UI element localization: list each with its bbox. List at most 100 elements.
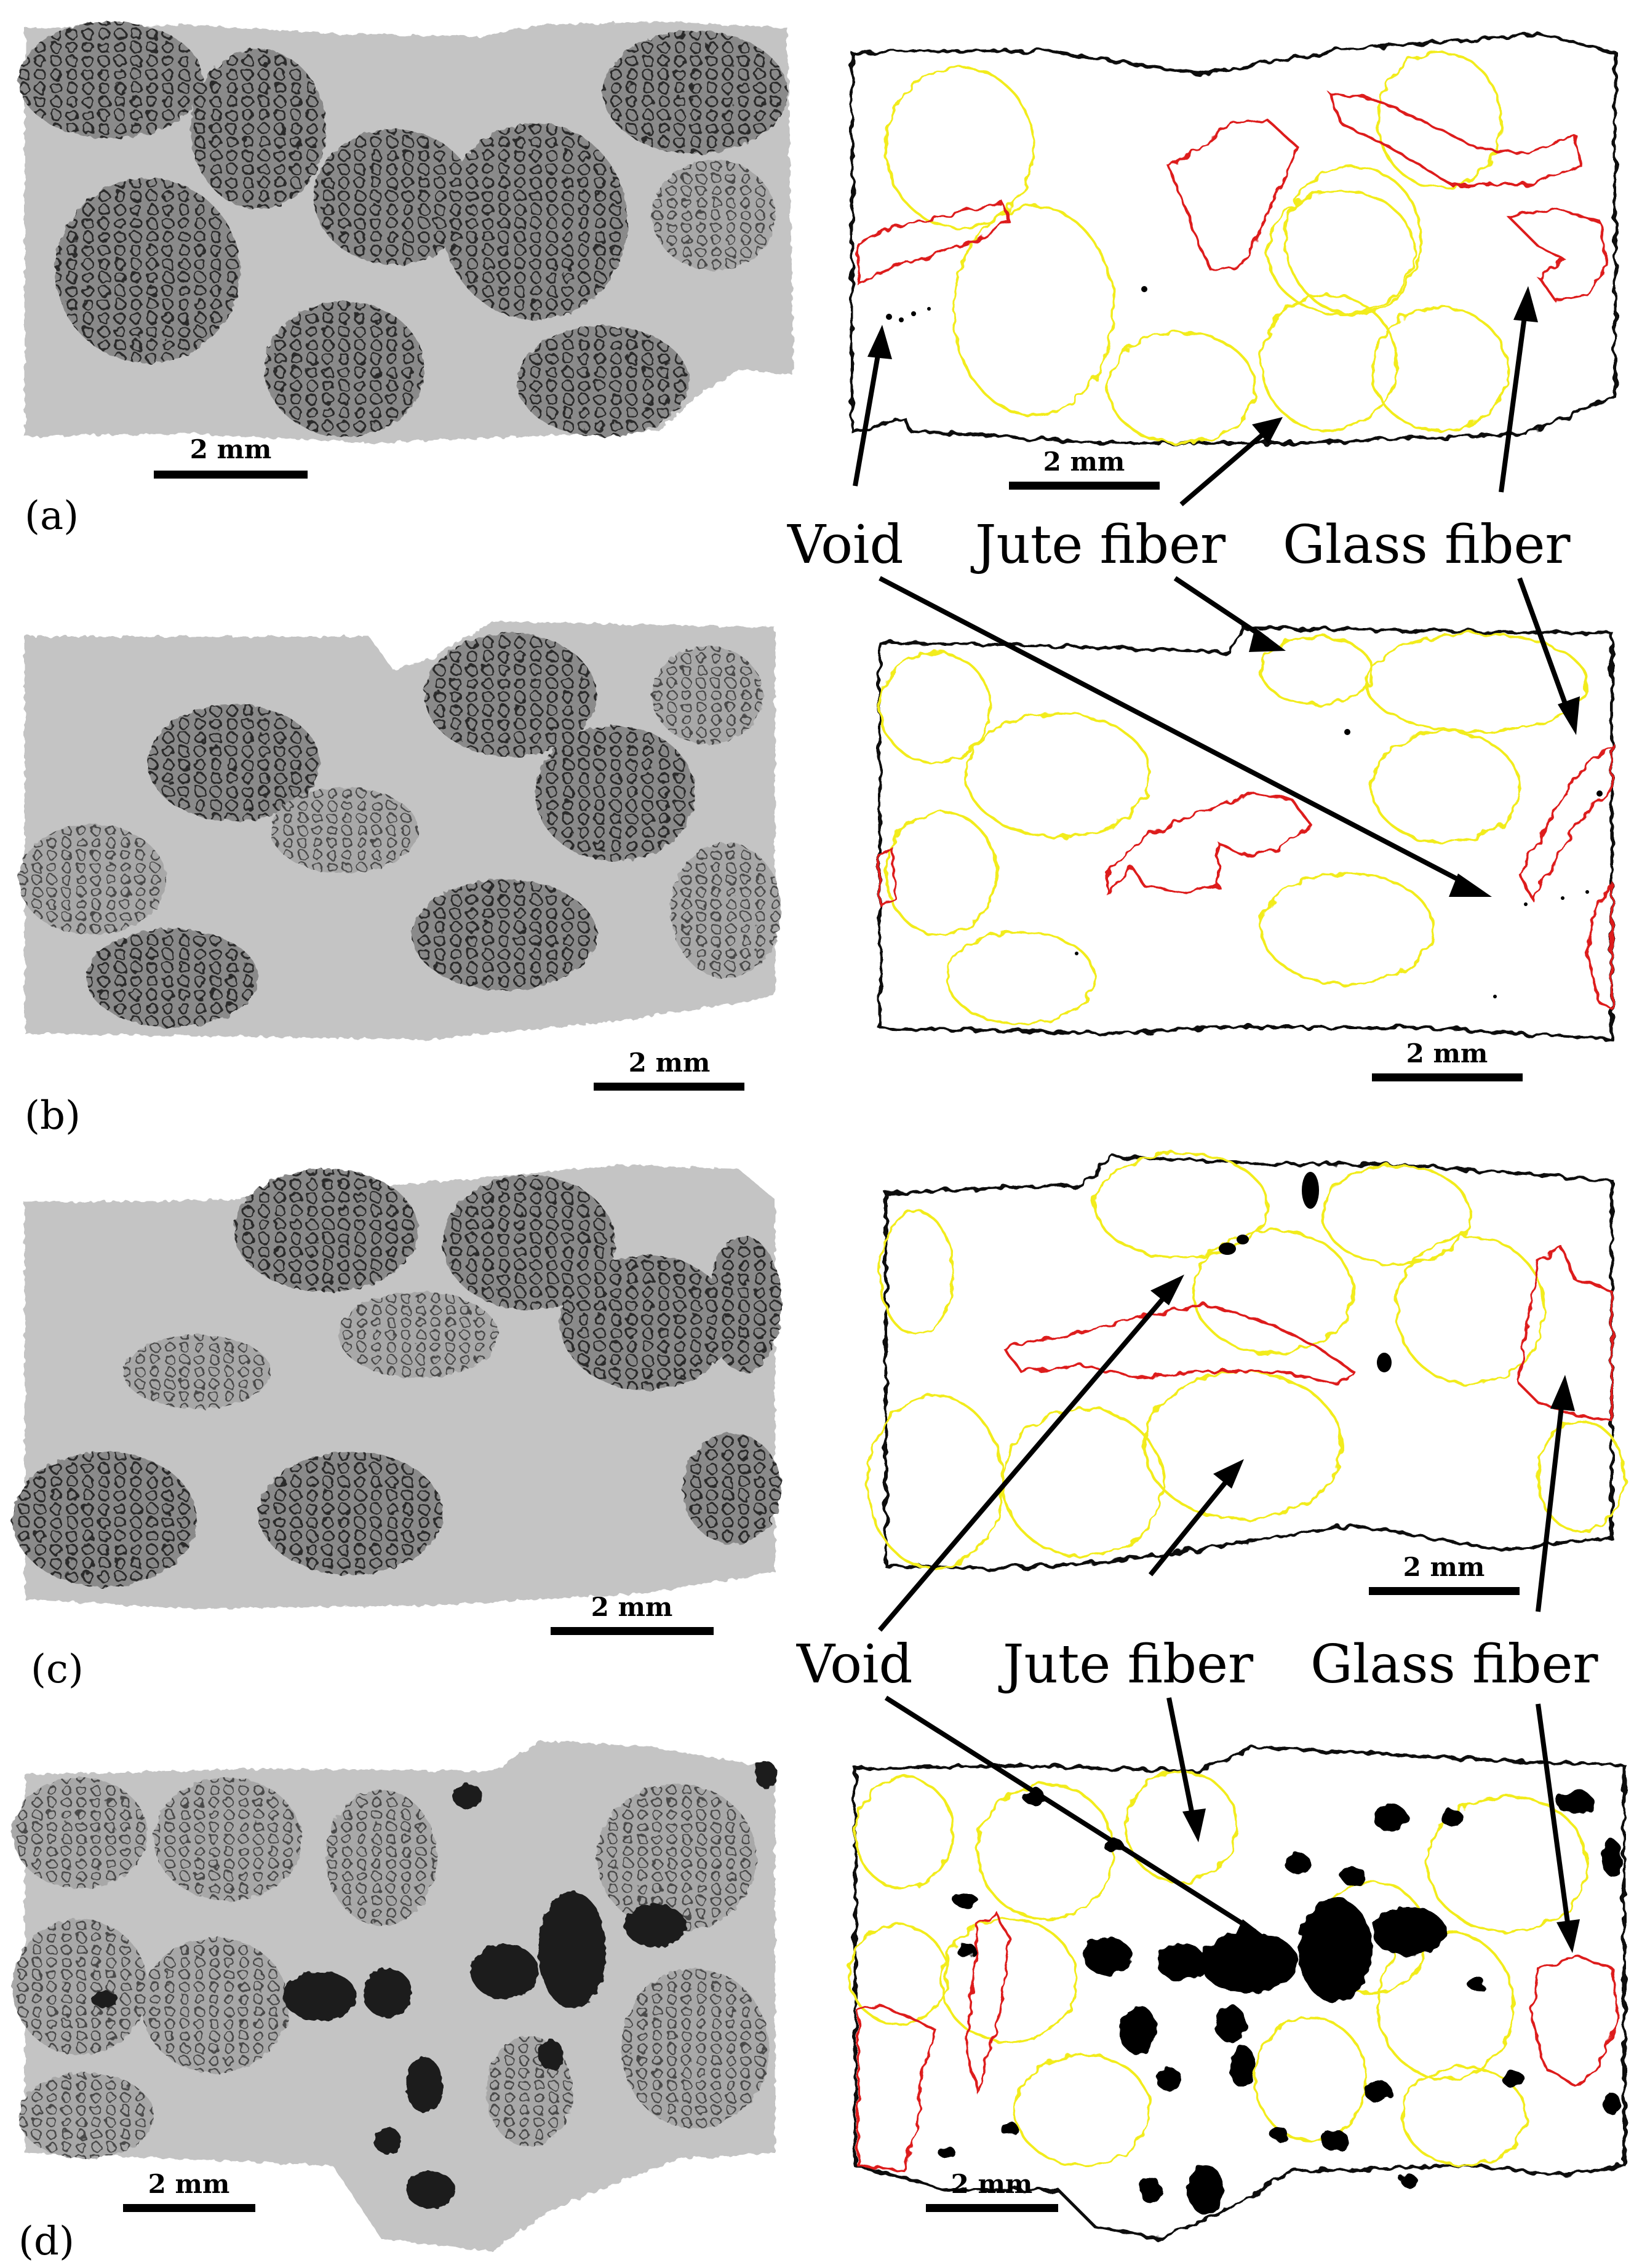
scale-bar-a-left bbox=[154, 471, 308, 479]
arrow-glass-b bbox=[1517, 577, 1571, 715]
jute-bundle bbox=[148, 704, 320, 821]
jute-bundle bbox=[597, 1784, 757, 1932]
void bbox=[1524, 902, 1528, 906]
scale-bar-b-left bbox=[594, 1083, 744, 1091]
panel-letters: (a) (b) (c) (d) bbox=[18, 493, 84, 2264]
schematic-d bbox=[848, 1745, 1626, 2241]
jute-bundle bbox=[443, 123, 628, 320]
jute-outlines bbox=[885, 51, 1509, 444]
glass-fiber-outline bbox=[1000, 1302, 1356, 1386]
void bbox=[1285, 1854, 1312, 1874]
glass-fiber-outline bbox=[1504, 207, 1608, 303]
fiber-bundles bbox=[18, 634, 781, 1027]
sample-outline bbox=[884, 1155, 1614, 1570]
glass-fiber-outline bbox=[964, 1911, 1011, 2096]
arrow-glass-c bbox=[1536, 1396, 1565, 1612]
jute-bundle bbox=[535, 726, 695, 861]
panel-c bbox=[12, 1152, 1625, 1609]
void bbox=[1139, 2176, 1162, 2203]
fiber-bundles bbox=[12, 1169, 781, 1587]
jute-bundle bbox=[55, 178, 240, 363]
sample-outline bbox=[850, 32, 1617, 445]
jute-bundle bbox=[517, 326, 689, 437]
void bbox=[954, 1893, 978, 1908]
label-glass-bottom: Glass fiber bbox=[1310, 1634, 1598, 1695]
arrow-void-d bbox=[884, 1695, 1257, 1934]
void bbox=[406, 2058, 443, 2113]
void-blobs bbox=[939, 1788, 1622, 2214]
fiber-bundles bbox=[12, 1778, 769, 2159]
schematic-a bbox=[850, 32, 1617, 445]
glass-fiber-outline bbox=[1585, 882, 1613, 1011]
jute-bundle bbox=[12, 1452, 197, 1587]
void bbox=[1075, 952, 1078, 955]
scale-label: 2 mm bbox=[1403, 1552, 1485, 1582]
void bbox=[1157, 2067, 1181, 2091]
void bbox=[1377, 1353, 1392, 1372]
glass-fiber-outline bbox=[857, 201, 1011, 285]
void-dots bbox=[886, 286, 1147, 322]
arrowhead bbox=[1213, 1459, 1244, 1489]
jute-bundle bbox=[258, 1452, 443, 1575]
jute-bundle bbox=[271, 787, 418, 873]
arrowhead bbox=[1150, 1275, 1184, 1305]
jute-fiber-outline bbox=[879, 1211, 955, 1336]
void bbox=[1585, 890, 1589, 894]
void bbox=[1215, 2005, 1246, 2042]
jute-bundle bbox=[326, 1790, 437, 1925]
void bbox=[1157, 1944, 1206, 1981]
scale-bar-d-left bbox=[123, 2204, 255, 2212]
scale-bar-c-left bbox=[551, 1627, 714, 1635]
panel-d bbox=[12, 1741, 1626, 2251]
arrow-jute-d bbox=[1166, 1697, 1196, 1821]
jute-fiber-outline bbox=[1285, 165, 1422, 315]
arrow-void-c bbox=[877, 1290, 1171, 1632]
jute-bundle bbox=[671, 843, 781, 978]
scale-bar-c-right bbox=[1369, 1587, 1520, 1595]
jute-fiber-outline bbox=[885, 811, 998, 936]
arrowhead bbox=[1513, 286, 1538, 322]
jute-bundle bbox=[12, 1778, 148, 1888]
label-void-bottom: Void bbox=[796, 1634, 913, 1695]
void bbox=[1237, 1235, 1249, 1244]
arrowhead bbox=[1182, 1808, 1206, 1842]
panel-a bbox=[18, 22, 1617, 445]
scale-bar-d-right bbox=[926, 2204, 1058, 2212]
void bbox=[374, 2127, 401, 2154]
glass-fiber-outline bbox=[1518, 742, 1613, 901]
void bbox=[927, 307, 931, 311]
glass-outlines bbox=[857, 1911, 1620, 2173]
scale-label: 2 mm bbox=[1406, 1038, 1488, 1068]
jute-bundle bbox=[412, 880, 597, 990]
jute-fiber-outline bbox=[1094, 1152, 1269, 1259]
void bbox=[624, 1904, 686, 1947]
arrowhead bbox=[1550, 1375, 1575, 1411]
jute-fiber-outline bbox=[1260, 872, 1435, 985]
void bbox=[899, 317, 904, 322]
jute-bundle bbox=[652, 160, 775, 271]
void bbox=[538, 1892, 606, 2008]
scale-label: 2 mm bbox=[591, 1592, 673, 1622]
jute-fiber-outline bbox=[1192, 1229, 1355, 1355]
panel-letter-a: (a) bbox=[25, 493, 79, 539]
arrowhead bbox=[1252, 417, 1283, 444]
jute-bundle bbox=[603, 31, 787, 154]
arrow-jute-b bbox=[1173, 576, 1269, 642]
scale-bar-b-right bbox=[1372, 1073, 1523, 1081]
glass-fiber-outline bbox=[1167, 118, 1300, 273]
large-voids bbox=[91, 1761, 777, 2208]
jute-bundle bbox=[314, 129, 474, 265]
arrowhead bbox=[1249, 627, 1286, 652]
void bbox=[91, 1991, 118, 2008]
jute-bundle bbox=[621, 1968, 769, 2128]
panel-letter-b: (b) bbox=[25, 1093, 81, 1139]
micrograph-a bbox=[18, 22, 794, 443]
void bbox=[1120, 2005, 1157, 2055]
void bbox=[1219, 1243, 1236, 1255]
void bbox=[755, 1761, 777, 1788]
void bbox=[1298, 1898, 1372, 2002]
micrograph-c bbox=[12, 1166, 781, 1609]
glass-outlines bbox=[1000, 1247, 1613, 1423]
void bbox=[1502, 2071, 1524, 2088]
jute-fiber-outline bbox=[1395, 1235, 1545, 1385]
